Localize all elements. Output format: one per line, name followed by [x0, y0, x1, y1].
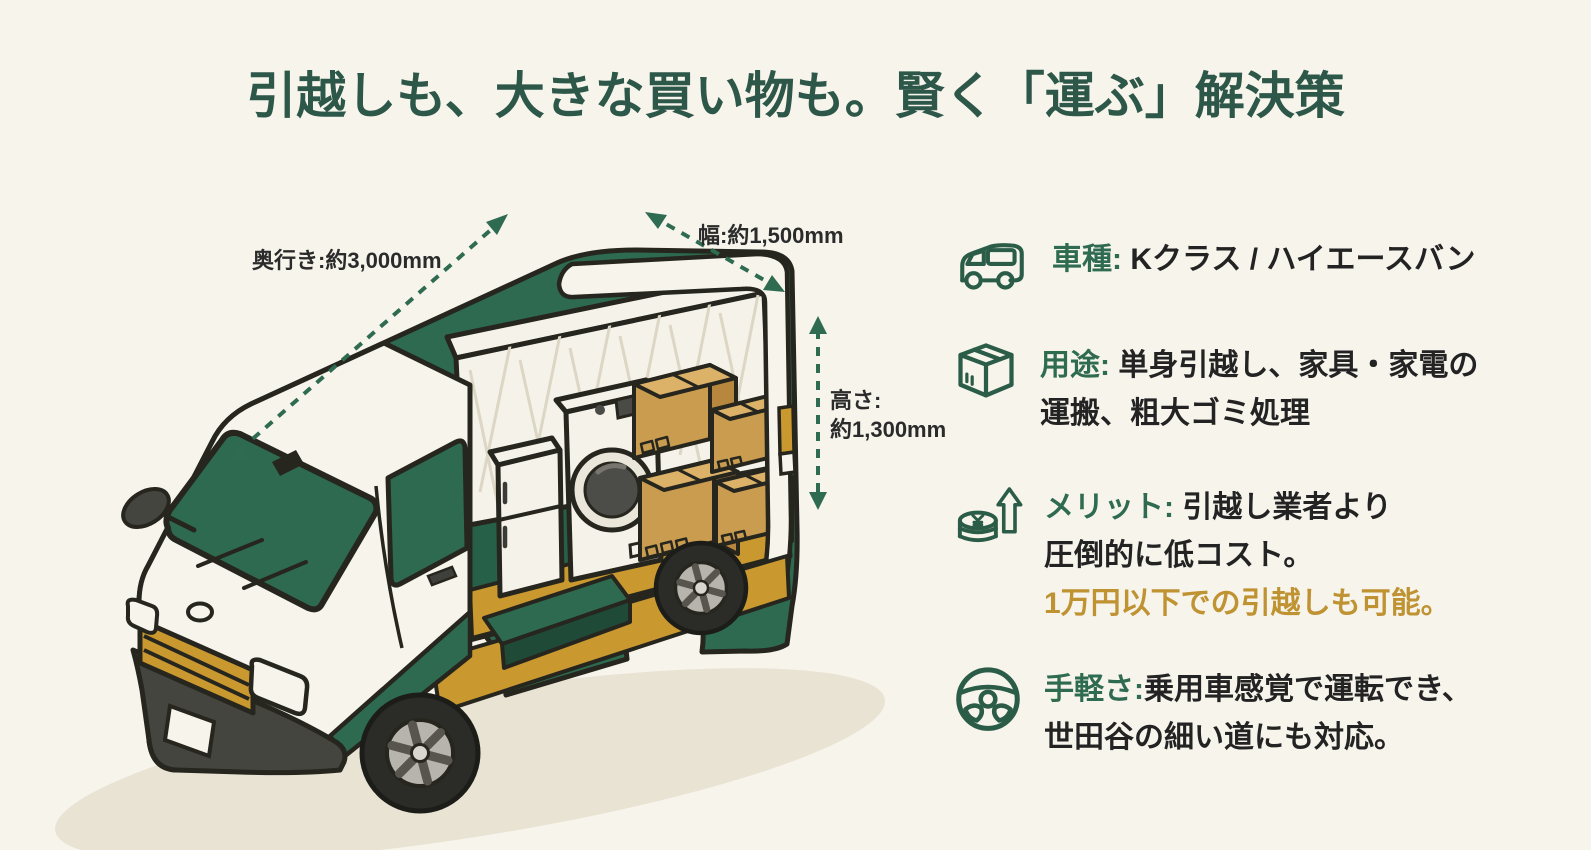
- spec-label: 用途:: [1040, 349, 1119, 382]
- spec-label: 手軽さ:: [1044, 673, 1144, 706]
- spec-item-vehicle-type: 車種: Kクラス / ハイエースバン: [952, 236, 1532, 298]
- page-title: 引越しも、大きな買い物も。賢く「運ぶ」解決策: [246, 68, 1345, 124]
- spec-highlight: 1万円以下での引越しも可能。: [1044, 587, 1451, 620]
- brand-logo: [186, 601, 214, 623]
- front-wheel: [359, 692, 481, 814]
- depth-arrow: [228, 214, 508, 464]
- van-illustration: 奥行き:約3,000mm 幅:約1,500mm 高さ: 約1,300mm: [55, 212, 946, 850]
- spec-value: Kクラス / ハイエースバン: [1130, 243, 1476, 276]
- side-step: [482, 574, 632, 670]
- spec-line: 手軽さ:乗用車感覚で運転でき、: [1044, 666, 1472, 714]
- headlight-left: [125, 597, 160, 635]
- yen-coins-icon: [952, 480, 1024, 552]
- spec-line: メリット: 引越し業者より: [1044, 484, 1451, 532]
- van-icon: [952, 232, 1032, 298]
- refrigerator: [487, 435, 565, 599]
- spec-value: 乗用車感覚で運転でき、: [1144, 673, 1472, 706]
- box-icon: [952, 338, 1020, 406]
- spec-line: 世田谷の細い道にも対応。: [1044, 721, 1404, 754]
- spec-label: 車種:: [1052, 243, 1131, 276]
- spec-item-uses: 用途: 単身引越し、家具・家電の 運搬、粗大ゴミ処理: [952, 342, 1532, 438]
- rearview-mirror: [272, 450, 304, 476]
- spec-item-merit: メリット: 引越し業者より 圧倒的に低コスト。 1万円以下での引越しも可能。: [952, 484, 1532, 628]
- wing-mirror: [121, 487, 197, 533]
- spec-item-ease: 手軽さ:乗用車感覚で運転でき、 世田谷の細い道にも対応。: [952, 666, 1532, 762]
- license-plate: [162, 703, 217, 759]
- width-label: 幅:約1,500mm: [698, 223, 844, 248]
- door-seam: [374, 485, 404, 649]
- door-window: [385, 438, 470, 588]
- door-handle: [426, 565, 458, 587]
- wipers: [196, 538, 308, 590]
- width-arrow: [645, 212, 785, 292]
- spec-value: 単身引越し、家具・家電の: [1118, 349, 1479, 382]
- height-label-line2: 約1,300mm: [830, 417, 946, 442]
- tail-lamp-lower: [778, 449, 797, 477]
- spec-line: 用途: 単身引越し、家具・家電の: [1040, 342, 1478, 390]
- steering-wheel-icon: [952, 662, 1024, 734]
- depth-label: 奥行き:約3,000mm: [252, 248, 442, 273]
- windshield: [163, 429, 380, 613]
- headlight-right: [248, 657, 310, 717]
- spec-label: メリット:: [1044, 491, 1183, 524]
- height-label-line1: 高さ:: [830, 388, 881, 413]
- rear-wheel: [653, 540, 749, 636]
- tail-lamp: [777, 403, 796, 457]
- spec-list: 車種: Kクラス / ハイエースバン 用途: 単身引越し、家具・家電の 運搬、粗…: [952, 236, 1532, 762]
- spec-line: 圧倒的に低コスト。: [1044, 539, 1314, 572]
- spec-line: 車種: Kクラス / ハイエースバン: [1052, 236, 1476, 284]
- height-arrow: [809, 316, 827, 510]
- grille-slats: [143, 634, 250, 701]
- spec-line: 運搬、粗大ゴミ処理: [1040, 397, 1310, 430]
- spec-value: 引越し業者より: [1182, 491, 1392, 524]
